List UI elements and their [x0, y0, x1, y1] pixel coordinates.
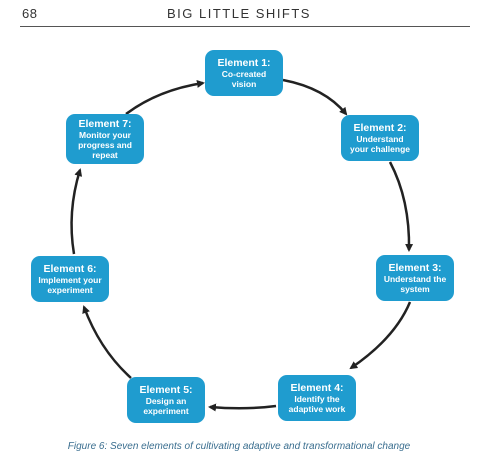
- element-text-line: Co-created: [221, 69, 267, 79]
- element-5-box: Element 5: Design an experiment: [127, 377, 205, 423]
- element-6-box: Element 6: Implement your experiment: [31, 256, 109, 302]
- element-text-line: system: [400, 284, 430, 294]
- running-header: BIG LITTLE SHIFTS: [167, 6, 311, 21]
- element-1-box: Element 1: Co-created vision: [205, 50, 283, 96]
- element-title: Element 5:: [139, 384, 193, 396]
- arrow-icon: [70, 168, 83, 255]
- element-text-line: your challenge: [350, 144, 410, 154]
- element-text-line: repeat: [92, 150, 118, 160]
- element-text-line: experiment: [143, 406, 189, 416]
- arrow-icon: [82, 305, 132, 379]
- element-7-box: Element 7: Monitor your progress and rep…: [66, 114, 144, 164]
- arrow-icon: [282, 78, 348, 116]
- element-title: Element 6:: [43, 263, 97, 275]
- element-4-box: Element 4: Identify the adaptive work: [278, 375, 356, 421]
- arrow-icon: [125, 79, 205, 116]
- element-text-line: Understand: [356, 134, 404, 144]
- arrow-icon: [388, 161, 414, 252]
- element-text-line: Identify the: [294, 394, 340, 404]
- element-text-line: Understand the: [383, 274, 447, 284]
- element-title: Element 4:: [290, 382, 344, 394]
- arrow-icon: [349, 301, 412, 370]
- element-title: Element 3:: [388, 262, 442, 274]
- element-text-line: Implement your: [38, 275, 102, 285]
- element-text-line: Monitor your: [79, 130, 131, 140]
- element-title: Element 7:: [78, 118, 132, 130]
- header-rule: [20, 26, 470, 27]
- element-text-line: vision: [231, 79, 257, 89]
- element-text-line: experiment: [47, 285, 93, 295]
- page-number: 68: [22, 6, 38, 21]
- figure-caption: Figure 6: Seven elements of cultivating …: [67, 441, 411, 452]
- element-text-line: Design an: [145, 396, 187, 406]
- element-3-box: Element 3: Understand the system: [376, 255, 454, 301]
- element-text-line: adaptive work: [288, 404, 346, 414]
- arrow-icon: [208, 403, 277, 412]
- element-text-line: progress and: [78, 140, 132, 150]
- element-title: Element 2:: [353, 122, 407, 134]
- element-title: Element 1:: [217, 57, 271, 69]
- element-2-box: Element 2: Understand your challenge: [341, 115, 419, 161]
